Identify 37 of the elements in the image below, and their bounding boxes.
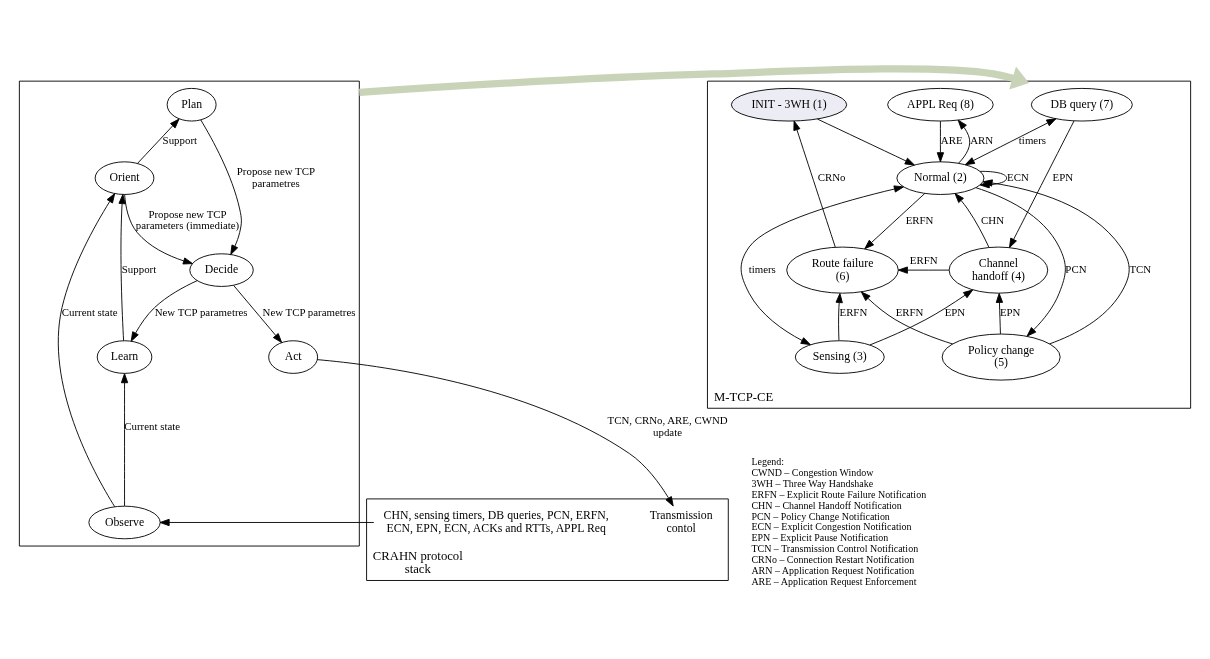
edge-label: TCN, CRNo, ARE, CWND update [607,413,728,438]
edge-label: ERFN [839,305,868,318]
edge-label: CHN [981,213,1005,226]
label: ARE – Application Request Enforcement [751,575,917,587]
edge-label: ARN [970,133,994,146]
label: EPN – Explicit Pause Notification [751,531,889,543]
edge-label: PCN [1065,262,1087,275]
node-text: CHN, sensing timers, DB queries, PCN, ERFN, ECN, EPN, ECN, ACKs and RTTs, APPL Req [383,508,609,535]
node-text: Transmission contol [649,508,713,535]
edge-label: EPN [944,305,966,318]
label: CWND – Congestion Window [751,466,874,478]
label: ERFN – Explicit Route Failure Notification [751,488,927,500]
edge-label: Propose new TCP parametres [236,164,316,189]
edge-label: ECN [1007,170,1029,183]
edge-label: New TCP parametres [262,305,356,318]
edge-label: Propose new TCP parameters (immediate) [135,207,240,231]
label: PCN – Policy Change Notification [751,510,890,522]
edge-label: ARE [940,133,963,146]
edge-label: Current state [61,305,118,318]
label: Legend: [751,455,785,467]
edge-label: Support [162,133,198,146]
edge-label: timers [1018,133,1047,146]
label: CHN – Channel Handoff Notification [751,499,902,511]
edge-label: Support [121,262,157,275]
label: 3WH – Three Way Handshake [751,477,874,489]
edge-label: EPN [999,305,1021,318]
label: ARN – Application Request Notification [751,564,915,576]
edge-label: ERFN [909,253,938,266]
edge-label: EPN [1052,170,1074,183]
edge-label: CRNo [817,170,846,183]
edge-label: ERFN [905,213,934,226]
edge-label: ERFN [895,305,924,318]
label: TCN – Transmission Control Notification [751,542,919,554]
edge-label: timers [748,262,776,275]
label: CRNo – Connection Restart Notification [751,553,915,565]
edge-label: TCN [1129,262,1152,275]
edge-label: New TCP parametres [154,305,248,318]
